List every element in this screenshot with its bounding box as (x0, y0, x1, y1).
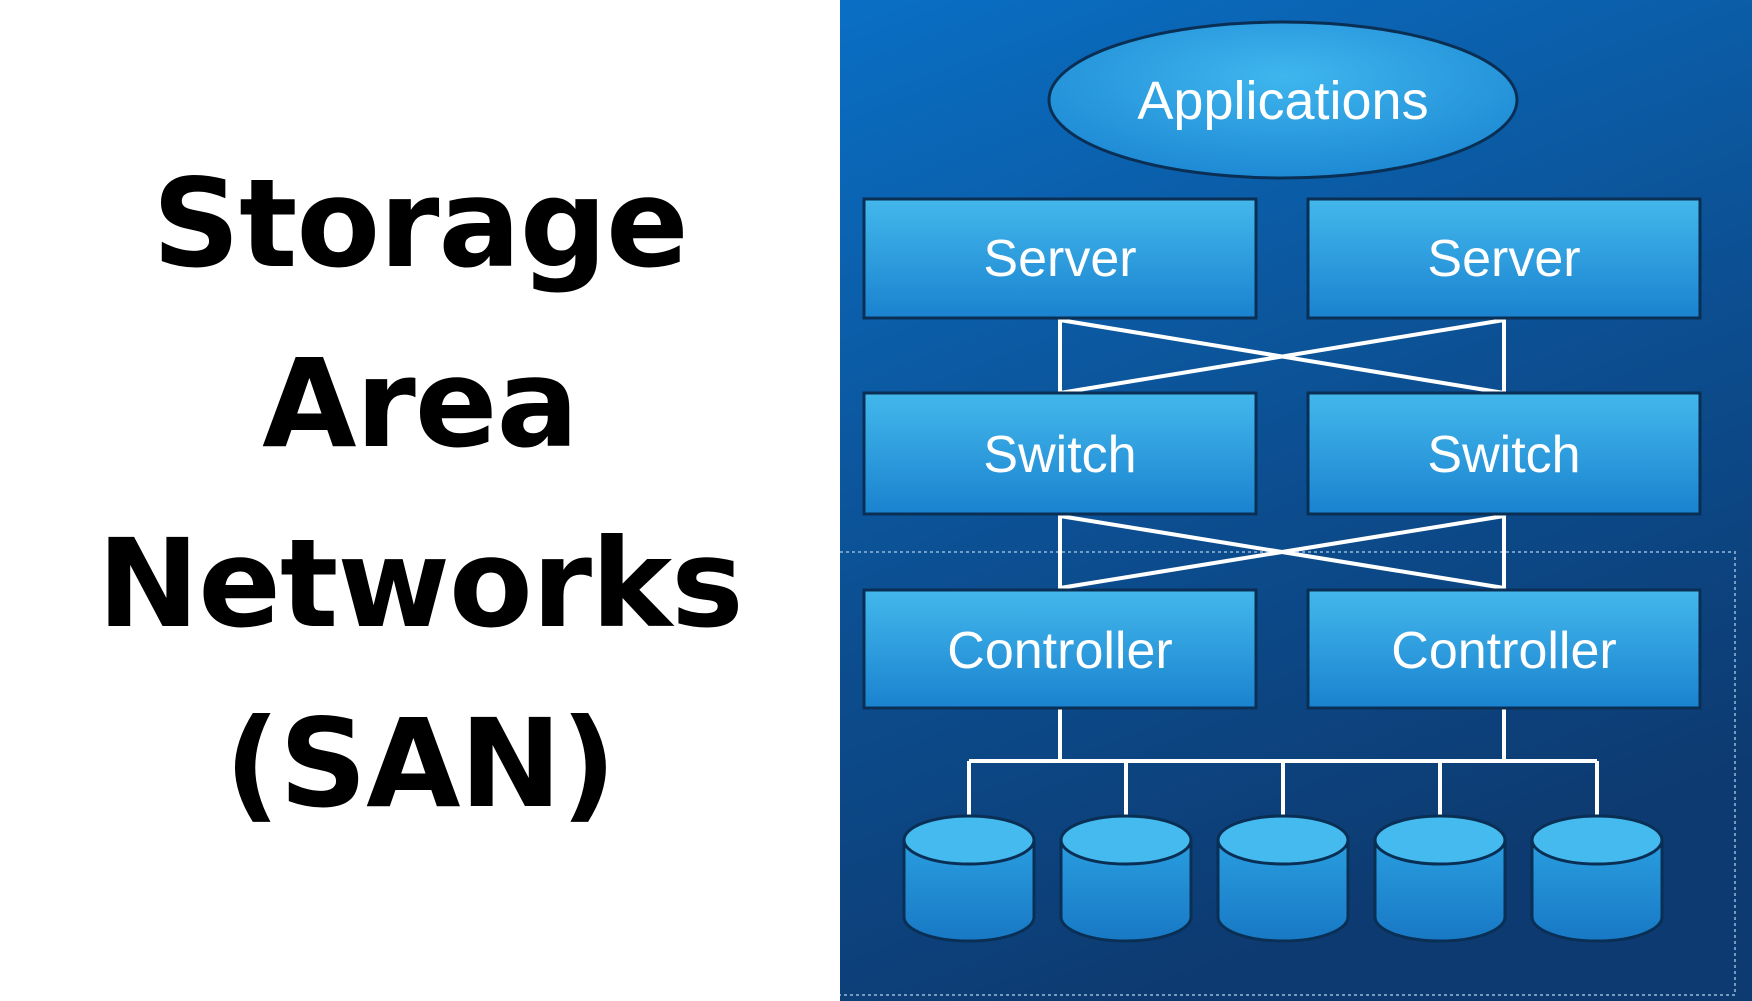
link-server2-switch1 (1059, 318, 1505, 395)
server-node-2: Server (1306, 197, 1702, 320)
server-switch-links (1058, 318, 1506, 395)
switch-label-1: Switch (983, 426, 1136, 484)
disk-1-icon (902, 814, 1036, 943)
title-line-1: Storage (152, 152, 689, 295)
disk-2-icon (1059, 814, 1193, 943)
switch-controller-links (1058, 514, 1506, 590)
applications-label: Applications (1137, 71, 1428, 131)
storage-boundary (840, 551, 1736, 996)
link-switch2-controller1 (1059, 514, 1505, 590)
disk-bus (967, 708, 1599, 818)
server-label-1: Server (983, 230, 1136, 288)
controller-label-1: Controller (947, 622, 1172, 680)
server-label-2: Server (1427, 230, 1580, 288)
disk-4-icon (1373, 814, 1507, 943)
switch-node-1: Switch (862, 391, 1258, 516)
title-panel: Storage Area Networks (SAN) (0, 0, 840, 1001)
slide-title: Storage Area Networks (SAN) (97, 134, 744, 854)
controller-label-2: Controller (1391, 622, 1616, 680)
disk-5-icon (1530, 814, 1664, 943)
switch-node-2: Switch (1306, 391, 1702, 516)
san-diagram-svg: Applications Server Server Switch Switch (840, 0, 1752, 1001)
title-line-3: Networks (97, 512, 744, 655)
title-line-4: (SAN) (224, 692, 617, 835)
applications-node: Applications (1047, 20, 1519, 180)
switch-label-2: Switch (1427, 426, 1580, 484)
server-node-1: Server (862, 197, 1258, 320)
san-diagram: Applications Server Server Switch Switch (840, 0, 1752, 1001)
disk-3-icon (1216, 814, 1350, 943)
controller-node-1: Controller (862, 588, 1258, 710)
controller-node-2: Controller (1306, 588, 1702, 710)
title-line-2: Area (262, 332, 579, 475)
